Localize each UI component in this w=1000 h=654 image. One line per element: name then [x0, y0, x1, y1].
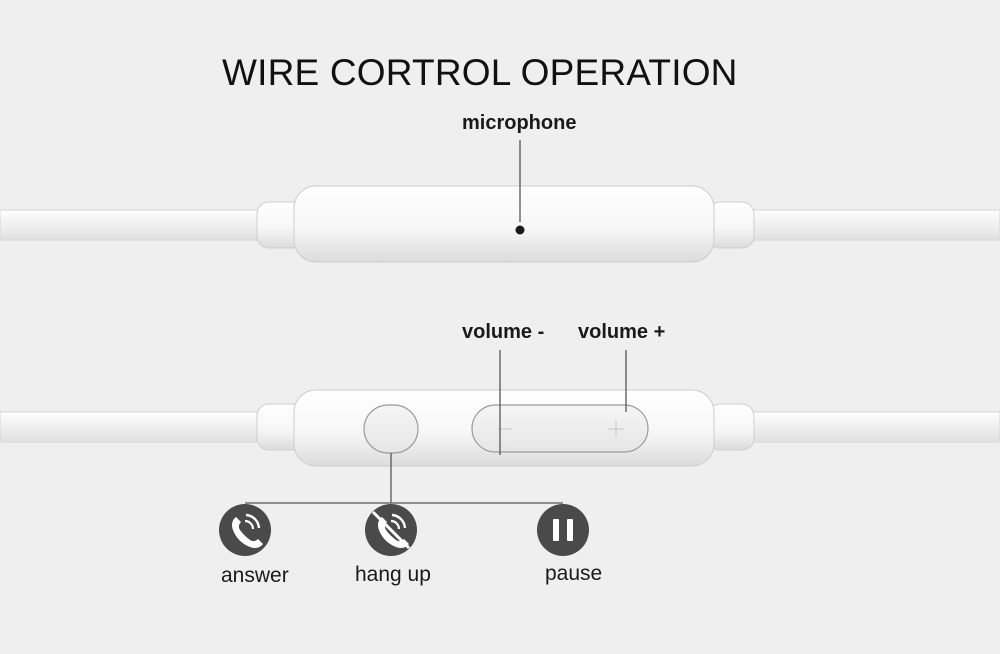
volume-rocker[interactable] [471, 404, 649, 453]
pause-icon [537, 504, 589, 556]
pause-label: pause [545, 562, 603, 585]
remote-bottom [0, 350, 1000, 504]
answer-label: answer [221, 564, 289, 587]
collar-right-top [707, 201, 755, 249]
center-button[interactable] [363, 404, 419, 454]
hang-up-label: hang up [355, 563, 431, 586]
phone-answer-icon [219, 504, 271, 556]
remote-top [0, 140, 1000, 263]
diagram-title: WIRE CORTROL OPERATION [222, 52, 738, 93]
phone-hangup-icon [365, 504, 417, 556]
volume-up-label: volume + [578, 321, 666, 343]
microphone-hole [515, 225, 525, 235]
microphone-label: microphone [462, 112, 577, 134]
collar-right-bottom [707, 403, 755, 451]
volume-down-label: volume - [462, 321, 545, 343]
remote-body-top [293, 185, 715, 263]
